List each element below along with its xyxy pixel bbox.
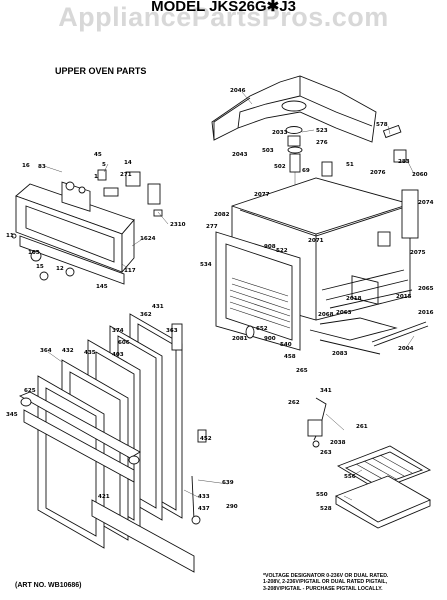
callout-283: 283 <box>398 159 410 165</box>
callout-12: 12 <box>56 266 64 272</box>
callout-2046: 2046 <box>230 88 246 94</box>
callout-625: 625 <box>24 388 36 394</box>
model-title: MODEL JKS26G✱J3 <box>151 0 296 15</box>
vent-tube <box>371 321 429 347</box>
callout-341: 341 <box>320 388 332 394</box>
callout-363: 363 <box>166 328 178 334</box>
callout-271: 271 <box>120 172 132 178</box>
thermostat-parts <box>321 124 407 177</box>
callout-2004: 2004 <box>398 346 414 352</box>
control-panel <box>15 183 135 285</box>
callout-503: 503 <box>262 148 274 154</box>
callout-2081: 2081 <box>232 336 248 342</box>
callout-502: 502 <box>274 164 286 170</box>
oven-front-frame <box>215 231 301 351</box>
callout-16: 16 <box>22 163 30 169</box>
footnote-line: 3-208V/PIGTAIL - PURCHASE PIGTAIL LOCALL… <box>263 585 383 592</box>
callout-2074: 2074 <box>418 200 434 206</box>
callout-2082: 2082 <box>214 212 230 218</box>
callout-908: 908 <box>264 244 276 250</box>
voltage-footnote: *VOLTAGE DESIGNATOR 0-236V OR DUAL RATED… <box>263 573 445 592</box>
callout-362: 362 <box>140 312 152 318</box>
callout-452: 452 <box>200 436 212 442</box>
callout-1: 1 <box>94 174 98 180</box>
callout-522: 522 <box>276 248 288 254</box>
callout-2063: 2063 <box>336 310 352 316</box>
door-latch <box>307 397 345 448</box>
callout-458: 458 <box>284 354 296 360</box>
callout-345: 345 <box>6 412 18 418</box>
callout-2018: 2018 <box>346 296 362 302</box>
footnote-line: 1-208V, 2-236V/PIGTAIL OR DUAL RATED PIG… <box>263 579 388 586</box>
callout-263: 263 <box>320 450 332 456</box>
callout-2068: 2068 <box>318 312 334 318</box>
callout-2015: 2015 <box>396 294 412 300</box>
callout-2033: 2033 <box>272 130 288 136</box>
callout-83: 83 <box>38 164 46 170</box>
callout-2016: 2016 <box>418 310 434 316</box>
section-title: UPPER OVEN PARTS <box>55 66 147 76</box>
callout-900: 900 <box>264 336 276 342</box>
callout-2075: 2075 <box>410 250 426 256</box>
callout-374: 374 <box>112 328 124 334</box>
watermark: AppliancePartsPros.com <box>58 2 389 32</box>
callout-105: 105 <box>28 250 40 256</box>
callout-2310: 2310 <box>170 222 186 228</box>
broiler-pan <box>334 445 432 529</box>
callout-639: 639 <box>222 480 234 486</box>
callout-550: 550 <box>316 492 328 498</box>
callout-45: 45 <box>94 152 102 158</box>
clock-assembly <box>61 169 163 217</box>
callout-431: 431 <box>152 304 164 310</box>
callout-2038: 2038 <box>330 440 346 446</box>
callout-606: 606 <box>118 340 130 346</box>
callout-523: 523 <box>316 128 328 134</box>
callout-432: 432 <box>62 348 74 354</box>
callout-69: 69 <box>302 168 310 174</box>
callout-11: 11 <box>6 233 14 239</box>
callout-labels: 2046 523 578 2033 2043 276 503 502 283 5… <box>6 88 434 512</box>
callout-290: 290 <box>226 504 238 510</box>
callout-2071: 2071 <box>308 238 324 244</box>
callout-556: 556 <box>344 474 356 480</box>
door-hinges <box>171 323 207 525</box>
callout-403: 403 <box>112 352 124 358</box>
callout-145: 145 <box>96 284 108 290</box>
callout-51: 51 <box>346 162 354 168</box>
callout-437: 437 <box>198 506 210 512</box>
oven-door-assembly <box>18 313 195 573</box>
callout-421: 421 <box>98 494 110 500</box>
callout-5: 5 <box>102 162 106 168</box>
callout-435: 435 <box>84 350 96 356</box>
leader-lines <box>43 91 415 501</box>
callout-578: 578 <box>376 122 388 128</box>
callout-2076: 2076 <box>370 170 386 176</box>
callout-15: 15 <box>36 264 44 270</box>
callout-364: 364 <box>40 348 52 354</box>
callout-528: 528 <box>320 506 332 512</box>
callout-1624: 1624 <box>140 236 156 242</box>
callout-261: 261 <box>356 424 368 430</box>
callout-2043: 2043 <box>232 152 248 158</box>
callout-277: 277 <box>206 224 218 230</box>
callout-534: 534 <box>200 262 212 268</box>
callout-2060: 2060 <box>412 172 428 178</box>
control-knobs <box>11 233 75 281</box>
art-number: (ART NO. WB10686) <box>15 582 82 589</box>
callout-540: 540 <box>280 342 292 348</box>
callout-652: 652 <box>256 326 268 332</box>
footnote-line: *VOLTAGE DESIGNATOR 0-236V OR DUAL RATED… <box>263 573 389 579</box>
callout-2065: 2065 <box>418 286 434 292</box>
callout-262: 262 <box>288 400 300 406</box>
callout-276: 276 <box>316 140 328 146</box>
callout-2083: 2083 <box>332 351 348 357</box>
callout-14: 14 <box>124 160 132 166</box>
callout-117: 117 <box>124 268 136 274</box>
bake-element <box>309 317 398 355</box>
callout-2077: 2077 <box>254 192 270 198</box>
callout-265: 265 <box>296 368 308 374</box>
callout-433: 433 <box>198 494 210 500</box>
